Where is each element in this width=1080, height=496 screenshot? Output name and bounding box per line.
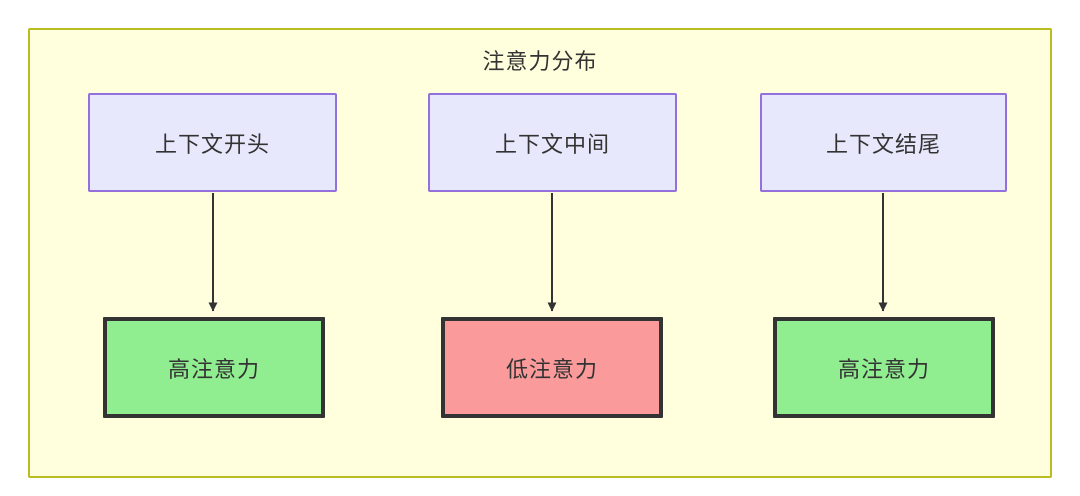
node-ctx-middle[interactable]: 上下文中间 (428, 93, 677, 192)
node-attn-3-label: 高注意力 (837, 356, 930, 382)
node-attn-1-label: 高注意力 (167, 356, 260, 382)
node-attn-1[interactable]: 高注意力 (103, 317, 325, 418)
node-attn-2[interactable]: 低注意力 (441, 317, 663, 418)
node-ctx-middle-label: 上下文中间 (494, 131, 610, 157)
diagram-title: 注意力分布 (482, 49, 598, 74)
node-ctx-end[interactable]: 上下文结尾 (760, 93, 1007, 192)
node-ctx-end-label: 上下文结尾 (825, 131, 941, 157)
node-ctx-start-label: 上下文开头 (154, 131, 270, 157)
node-attn-3[interactable]: 高注意力 (773, 317, 995, 418)
node-ctx-start[interactable]: 上下文开头 (88, 93, 337, 192)
node-attn-2-label: 低注意力 (505, 356, 598, 382)
